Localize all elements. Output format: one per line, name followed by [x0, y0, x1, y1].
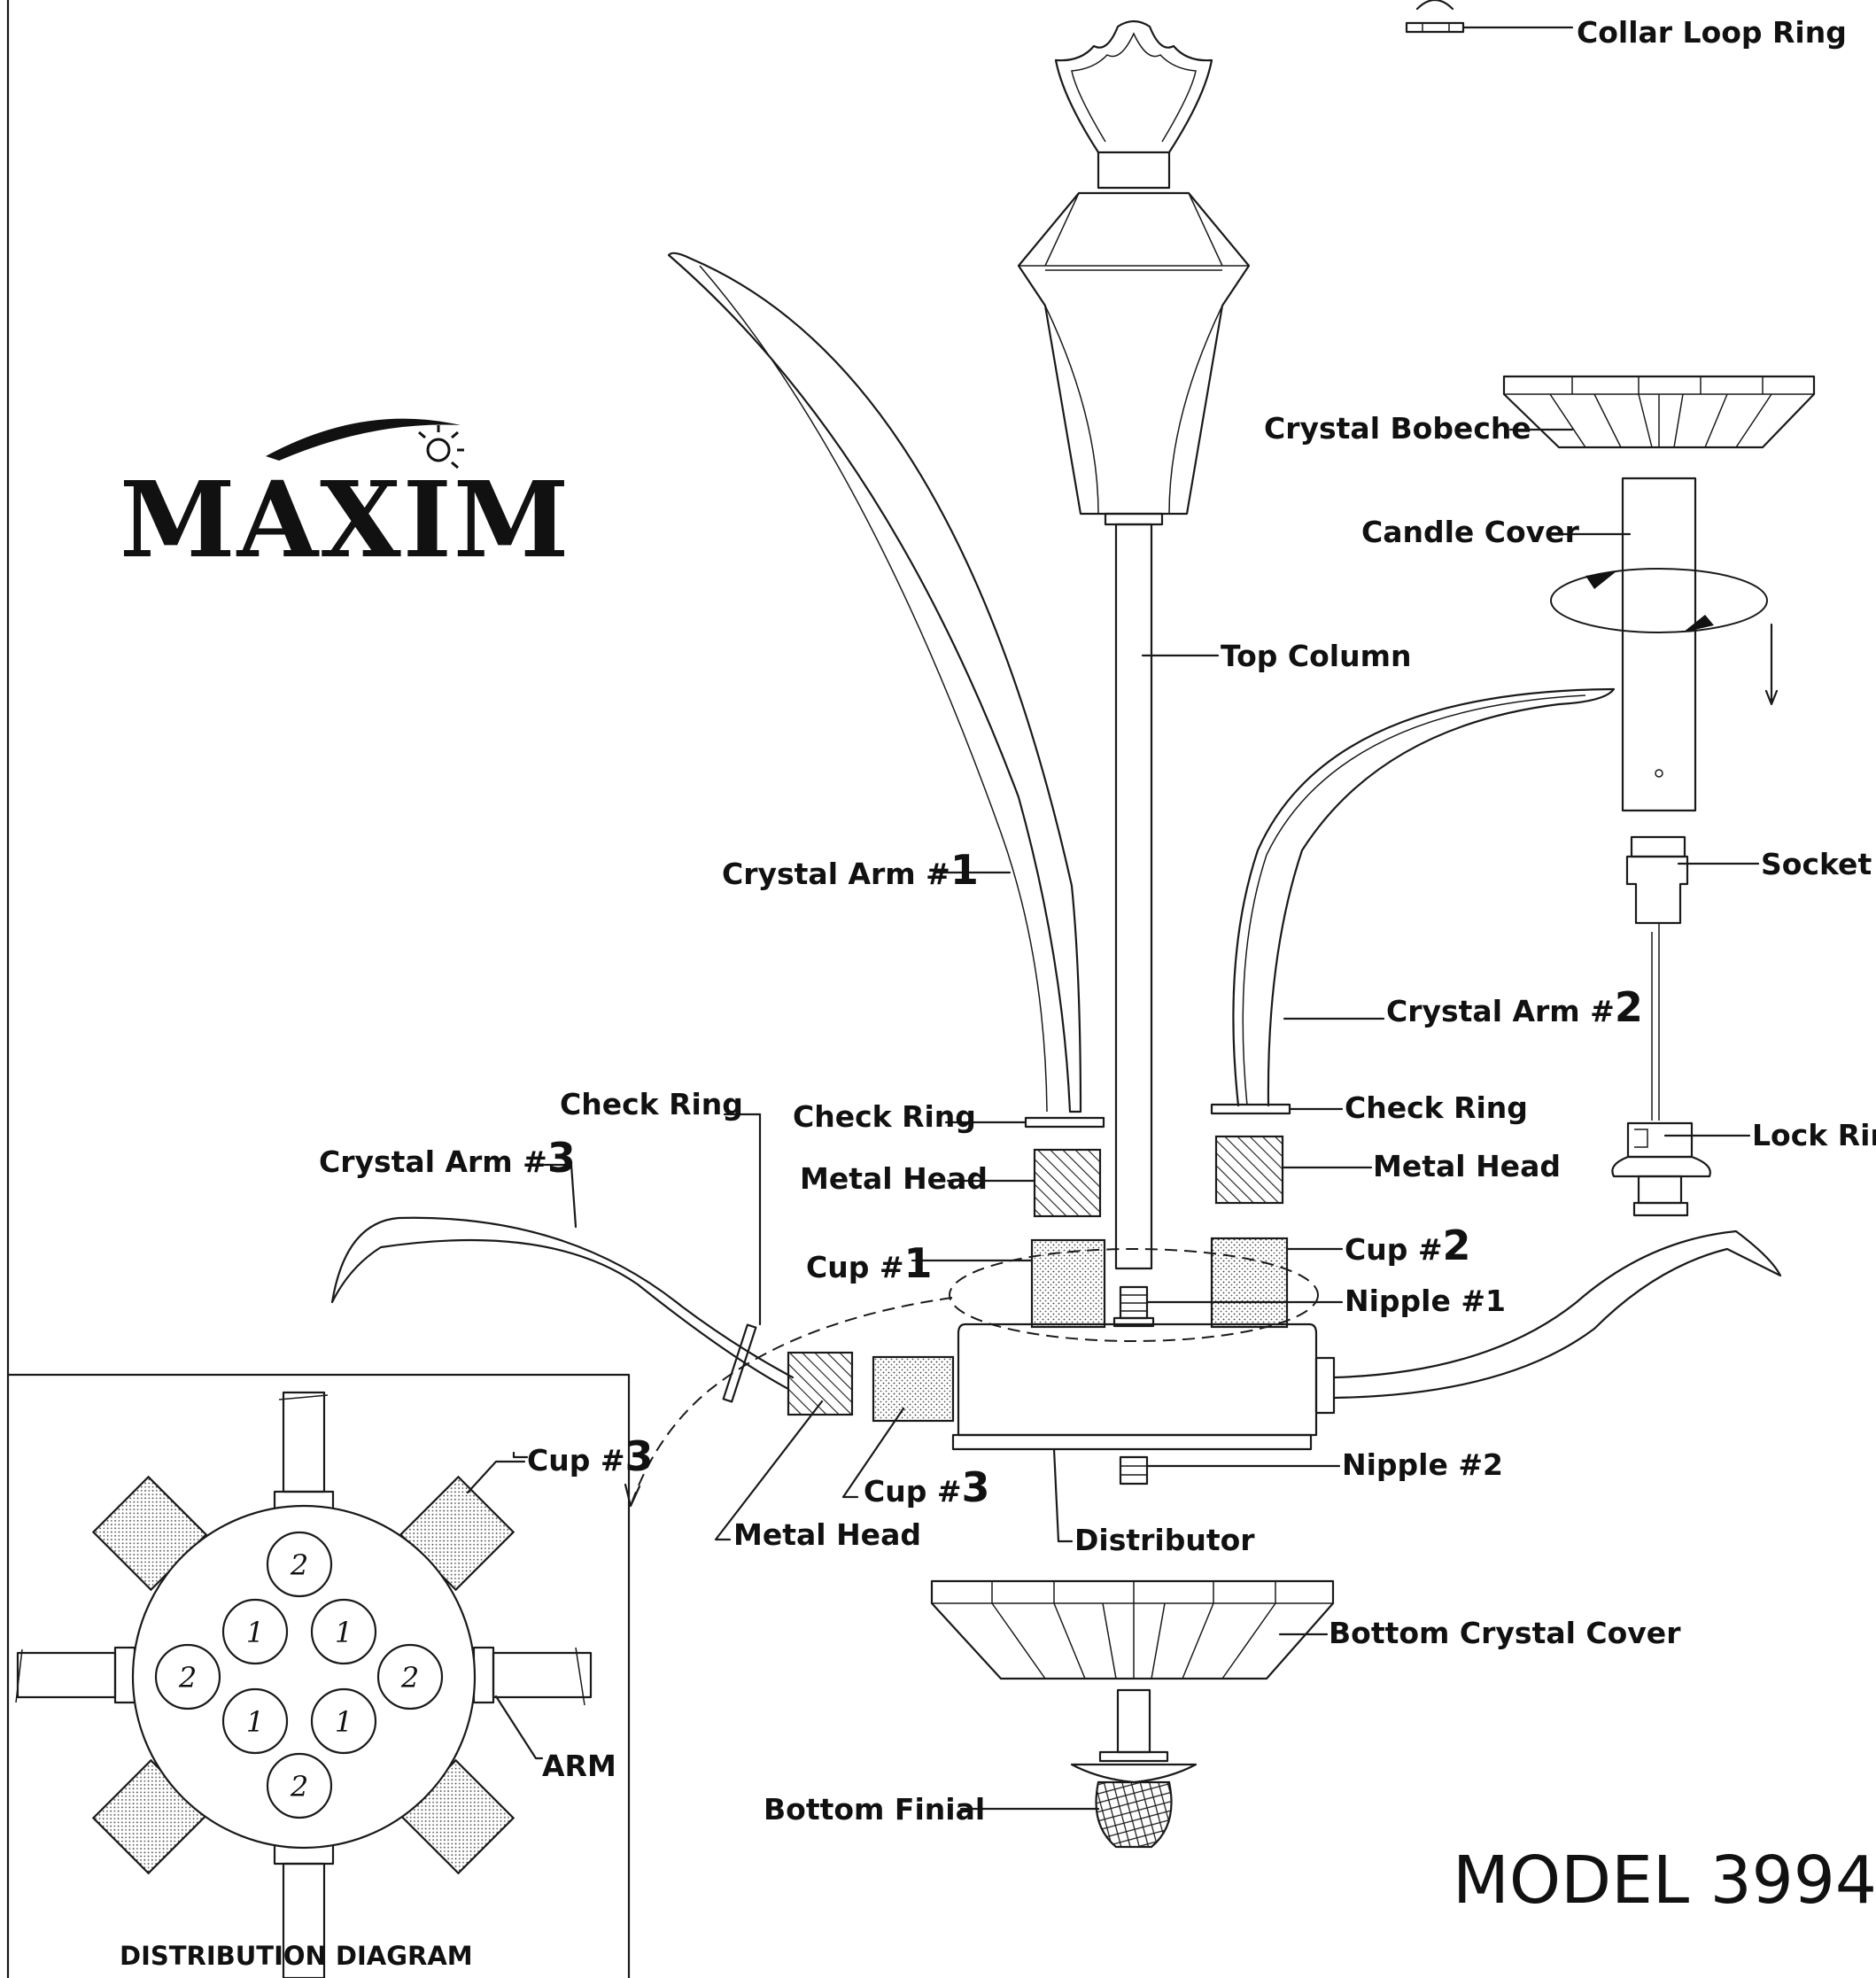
label-nipple-1: Nipple #1: [1345, 1284, 1506, 1318]
cup-1: [1030, 1238, 1106, 1329]
leader-metal-head-3: [714, 1400, 824, 1541]
socket: [1625, 835, 1760, 1121]
hole-number: 2: [290, 1770, 308, 1803]
label-top-column: Top Column: [1221, 639, 1411, 673]
top-column: [1114, 523, 1220, 1270]
label-nipple-2: Nipple #2: [1342, 1447, 1503, 1482]
model-number: MODEL 39944: [1453, 1842, 1876, 1919]
candle-cover: [1550, 477, 1779, 812]
maxim-logo: MAXIM: [120, 418, 571, 581]
metal-head-3: [787, 1351, 854, 1416]
assembly-path-arrowhead: [624, 1483, 641, 1508]
cup-2: [1210, 1237, 1289, 1329]
top-finial-body: [1017, 19, 1251, 526]
label-crystal-arm-1: Crystal Arm #1: [722, 846, 979, 894]
assembly-path-dashed: [630, 1297, 953, 1507]
label-collar-loop-ring: Collar Loop Ring: [1577, 15, 1847, 50]
hole: [221, 1598, 289, 1665]
crystal-bobeche: [1502, 375, 1816, 449]
distribution-diagram-title: DISTRIBUTION DIAGRAM: [120, 1941, 473, 1971]
distribution-diagram: [6, 1373, 631, 1978]
hole-number: 2: [290, 1548, 308, 1582]
label-check-ring-2: Check Ring: [1345, 1090, 1528, 1125]
metal-head-2: [1214, 1135, 1284, 1205]
hole-number: 1: [246, 1616, 264, 1649]
check-ring-3: [722, 1113, 762, 1403]
label-metal-head-1: Metal Head: [800, 1161, 988, 1196]
label-crystal-arm-2: Crystal Arm #2: [1386, 983, 1643, 1031]
nipple-2: [1119, 1455, 1341, 1485]
check-ring-1: [944, 1116, 1105, 1129]
label-cup-2: Cup #2: [1345, 1222, 1471, 1269]
rotate-arrowhead-1: [1585, 571, 1616, 589]
label-bottom-finial: Bottom Finial: [764, 1792, 985, 1827]
metal-head-1: [1033, 1148, 1102, 1218]
label-distributor: Distributor: [1074, 1523, 1255, 1557]
hole: [266, 1531, 333, 1598]
collar-loop-ring: [1405, 0, 1574, 34]
label-crystal-arm-3: Crystal Arm #3: [319, 1134, 576, 1182]
label-metal-head-3: Metal Head: [733, 1517, 921, 1552]
hole-number: 1: [335, 1705, 353, 1739]
hole: [310, 1598, 377, 1665]
hole: [266, 1752, 333, 1819]
crystal-arm-3: [330, 1163, 795, 1391]
label-cup-3-diagram: Cup #3: [527, 1432, 654, 1480]
crystal-arm-1: [667, 252, 1082, 1113]
crystal-arm-2: [1232, 687, 1616, 1107]
distribution-holes: 2 1 1 2 2 1 1 2: [154, 1531, 444, 1819]
hole: [221, 1687, 289, 1755]
rotate-arrow-ellipse: [1550, 568, 1768, 633]
hole-number: 1: [335, 1616, 353, 1649]
label-arm: ARM: [542, 1749, 616, 1783]
label-socket: Socket: [1761, 847, 1872, 881]
label-check-ring-3: Check Ring: [560, 1087, 743, 1121]
assembly-highlight-ellipse: [949, 1248, 1319, 1342]
leader-cup-3-diagram-arrow: [466, 1460, 526, 1494]
bottom-finial: [959, 1688, 1198, 1849]
label-cup-1: Cup #1: [806, 1239, 933, 1287]
logo-text: MAXIM: [120, 458, 571, 581]
hole-number: 1: [246, 1705, 264, 1739]
label-cup-3: Cup #3: [864, 1463, 990, 1511]
label-metal-head-2: Metal Head: [1373, 1149, 1561, 1183]
label-lock-ring: Lock Ring: [1752, 1118, 1876, 1152]
leader-cup-3: [841, 1407, 905, 1499]
hole: [310, 1687, 377, 1755]
cup-3: [872, 1355, 955, 1423]
hole: [376, 1643, 444, 1710]
label-bottom-crystal-cover: Bottom Crystal Cover: [1329, 1616, 1681, 1650]
nipple-1: [1112, 1285, 1344, 1328]
hole: [154, 1643, 221, 1710]
label-candle-cover: Candle Cover: [1361, 515, 1580, 549]
hole-number: 2: [178, 1661, 197, 1695]
bottom-crystal-cover: [930, 1579, 1335, 1680]
label-crystal-bobeche: Crystal Bobeche: [1264, 411, 1531, 446]
lock-ring: [1611, 1121, 1751, 1217]
label-check-ring-1: Check Ring: [793, 1099, 976, 1134]
distributor: [951, 1323, 1336, 1543]
check-ring-2: [1210, 1103, 1344, 1115]
leader-cup-3-diagram: [512, 1451, 529, 1459]
right-arm-on-distributor: [1332, 1229, 1782, 1400]
hole-number: 2: [400, 1661, 419, 1695]
rotate-arrowhead-2: [1683, 615, 1714, 632]
